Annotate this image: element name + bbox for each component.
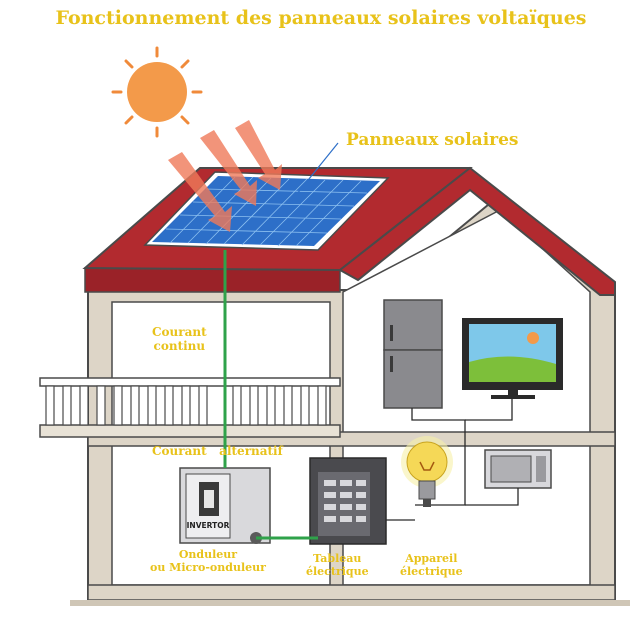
sun-icon xyxy=(111,46,203,138)
current-wire xyxy=(223,250,318,540)
refrigerator-icon xyxy=(383,299,443,409)
dc-current-label-line2: continu xyxy=(153,338,206,353)
electrical-panel-label-line1: Tableau xyxy=(313,552,362,565)
inverter-label: Onduleur ou Micro-onduleur xyxy=(150,548,266,574)
inverter-box: INVERTOR xyxy=(179,467,271,544)
inverter-label-line2: ou Micro-onduleur xyxy=(150,560,266,574)
ac-current-label: Courant alternatif xyxy=(152,444,283,458)
electrical-panel xyxy=(309,457,387,545)
house-wiring xyxy=(386,399,519,521)
microwave-icon xyxy=(484,449,552,489)
electrical-panel-label: Tableau électrique xyxy=(306,552,369,578)
inverter-tag: INVERTOR xyxy=(187,521,230,530)
appliance-label: Appareil électrique xyxy=(400,552,463,578)
television-icon xyxy=(462,318,563,399)
balcony-railing xyxy=(39,377,341,438)
dc-current-label-line1: Courant xyxy=(152,325,207,339)
appliance-label-line2: électrique xyxy=(400,564,463,578)
electrical-panel-label-line2: électrique xyxy=(306,564,369,578)
appliance-label-line1: Appareil xyxy=(405,552,458,565)
diagram-title: Fonctionnement des panneaux solaires vol… xyxy=(55,7,587,29)
light-bulb-icon xyxy=(401,436,453,507)
solar-panels-label: Panneaux solaires xyxy=(346,130,519,150)
dc-current-label: Courant continu xyxy=(152,325,207,354)
solar-panel xyxy=(143,120,390,251)
inverter-label-line1: Onduleur xyxy=(178,548,238,561)
